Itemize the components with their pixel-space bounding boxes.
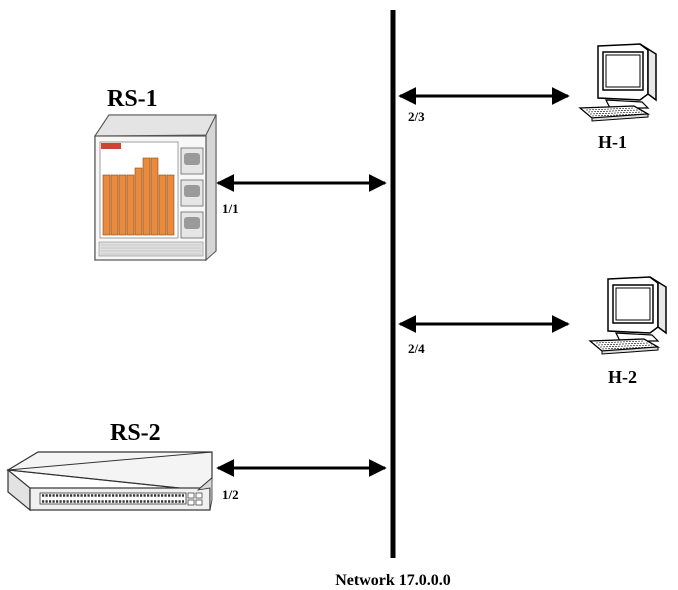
h2-label: H-2 [608,367,637,387]
rs1-port-label: 1/1 [222,201,239,216]
h2-workstation-icon [589,276,667,355]
rs1-chassis-icon [94,114,217,262]
rs1-label: RS-1 [107,86,158,112]
rs1-module-cards [102,157,175,236]
rs2-label: RS-2 [110,420,161,446]
h2-port-label: 2/4 [408,341,425,356]
rs2-port-label: 1/2 [222,487,239,502]
network-label: Network 17.0.0.0 [335,572,451,589]
h1-workstation-icon [579,43,657,122]
rs1-power-supplies [180,147,204,239]
h1-label: H-1 [598,132,627,152]
h1-port-label: 2/3 [408,109,425,124]
rs2-switch-icon [6,451,213,512]
